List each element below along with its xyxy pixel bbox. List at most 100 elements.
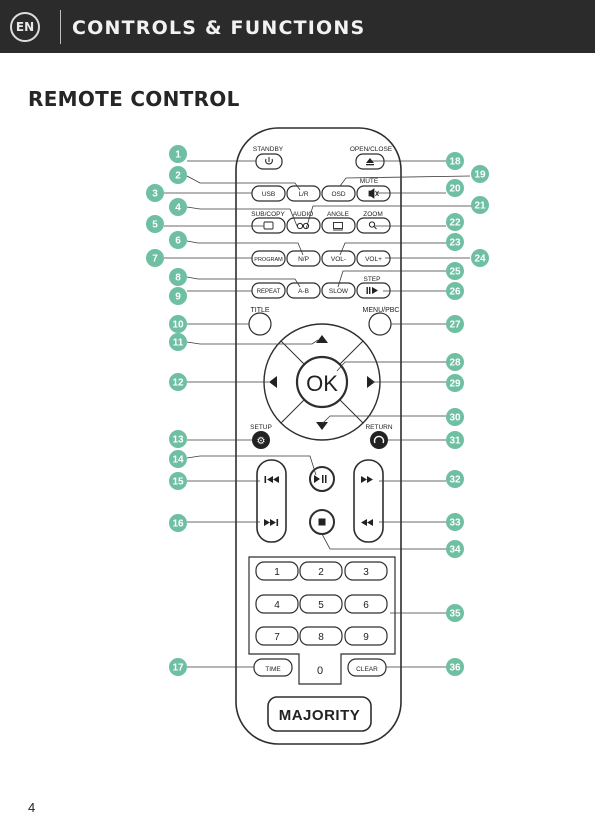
callout-11: 11: [173, 338, 184, 349]
callout-13: 13: [172, 435, 184, 446]
digit-0-label[interactable]: 0: [317, 665, 323, 677]
callout-badge-7: [146, 249, 164, 267]
callout-badge-35: [446, 604, 464, 622]
np-button[interactable]: [286, 250, 321, 267]
menu-pbc-button[interactable]: [368, 312, 392, 336]
page-number: 4: [28, 800, 36, 815]
audio-label: AUDIO: [293, 211, 314, 218]
callout-23: 23: [449, 238, 461, 249]
vol-plus-button[interactable]: [356, 250, 391, 267]
callout-badge-1: [169, 145, 187, 163]
angle-label: ANGLE: [327, 211, 350, 218]
callout-badge-27: [446, 315, 464, 333]
stop-icon: [318, 518, 326, 526]
left-arrow-icon[interactable]: [269, 376, 277, 388]
sub-copy-label: SUB/COPY: [251, 211, 285, 218]
keypad-frame: [248, 556, 396, 685]
digit-8-label: 8: [318, 632, 324, 643]
gear-icon: ⚙: [257, 436, 266, 447]
previous-track-icon: [264, 476, 279, 483]
search-rocker[interactable]: [353, 459, 384, 543]
fast-rewind-icon: [361, 519, 373, 526]
digit-3-label: 3: [363, 567, 369, 578]
callout-badge-24: [471, 249, 489, 267]
callout-1: 1: [175, 150, 181, 161]
digit-9-button[interactable]: [344, 626, 388, 646]
callout-16: 16: [172, 519, 184, 530]
return-label: RETURN: [365, 424, 392, 431]
brand-logo: MAJORITY: [279, 707, 361, 724]
zoom-button[interactable]: [356, 217, 391, 234]
down-arrow-icon[interactable]: [316, 422, 328, 430]
skip-rocker[interactable]: [256, 459, 287, 543]
ab-label: A-B: [298, 288, 309, 295]
callout-24: 24: [474, 254, 486, 265]
digit-8-button[interactable]: [299, 626, 343, 646]
header-divider: [60, 10, 61, 44]
callout-3: 3: [152, 189, 158, 200]
up-arrow-icon[interactable]: [316, 335, 328, 343]
callout-35: 35: [449, 609, 461, 620]
digit-1-label: 1: [274, 567, 280, 578]
program-label: PROGRAM: [254, 257, 283, 263]
callout-badge-26: [446, 282, 464, 300]
next-track-icon: [264, 519, 279, 526]
callout-badge-5: [146, 215, 164, 233]
program-button[interactable]: [251, 250, 286, 267]
callout-badge-36: [446, 658, 464, 676]
open-close-label: OPEN/CLOSE: [350, 146, 393, 153]
np-label: N/P: [298, 256, 309, 263]
menu-pbc-label: MENU/PBC: [363, 307, 400, 314]
digit-5-button[interactable]: [299, 594, 343, 614]
callout-8: 8: [175, 273, 181, 284]
digit-4-button[interactable]: [255, 594, 299, 614]
callout-badge-18: [446, 152, 464, 170]
sub-copy-button[interactable]: [251, 217, 286, 234]
repeat-button[interactable]: [251, 282, 286, 299]
usb-button[interactable]: [251, 185, 286, 202]
return-button[interactable]: [370, 431, 388, 449]
osd-button[interactable]: [321, 185, 356, 202]
digit-1-button[interactable]: [255, 561, 299, 581]
callout-badge-8: [169, 268, 187, 286]
callout-26: 26: [449, 287, 461, 298]
callout-badge-19: [471, 165, 489, 183]
digit-7-button[interactable]: [255, 626, 299, 646]
digit-6-button[interactable]: [344, 594, 388, 614]
zoom-icon: [368, 221, 377, 230]
lr-button[interactable]: [286, 185, 321, 202]
vol-plus-label: VOL+: [365, 256, 382, 263]
camera-angle-icon: [333, 222, 343, 231]
slow-button[interactable]: [321, 282, 356, 299]
vol-minus-button[interactable]: [321, 250, 356, 267]
callout-20: 20: [449, 184, 461, 195]
clear-button[interactable]: [347, 658, 387, 677]
ok-button[interactable]: [295, 355, 349, 409]
digit-3-button[interactable]: [344, 561, 388, 581]
callout-badge-12: [169, 373, 187, 391]
callout-badge-21: [471, 196, 489, 214]
slow-label: SLOW: [329, 288, 349, 295]
callout-badge-6: [169, 231, 187, 249]
callout-badge-4: [169, 198, 187, 216]
title-button[interactable]: [248, 312, 272, 336]
callout-badge-33: [446, 513, 464, 531]
section-title: REMOTE CONTROL: [28, 87, 240, 111]
speaker-mute-icon: [368, 188, 379, 199]
callout-30: 30: [449, 413, 461, 424]
callout-badge-34: [446, 540, 464, 558]
callout-4: 4: [175, 203, 181, 214]
repeat-label: REPEAT: [257, 289, 281, 295]
ab-button[interactable]: [286, 282, 321, 299]
right-arrow-icon[interactable]: [367, 376, 375, 388]
subtitle-icon: [263, 221, 274, 230]
callout-7: 7: [152, 254, 158, 265]
callout-badge-10: [169, 315, 187, 333]
digit-7-label: 7: [274, 632, 280, 643]
callout-12: 12: [172, 378, 184, 389]
digit-2-button[interactable]: [299, 561, 343, 581]
setup-button[interactable]: [252, 431, 270, 449]
angle-button[interactable]: [321, 217, 356, 234]
time-button[interactable]: [253, 658, 293, 677]
callout-22: 22: [449, 218, 461, 229]
